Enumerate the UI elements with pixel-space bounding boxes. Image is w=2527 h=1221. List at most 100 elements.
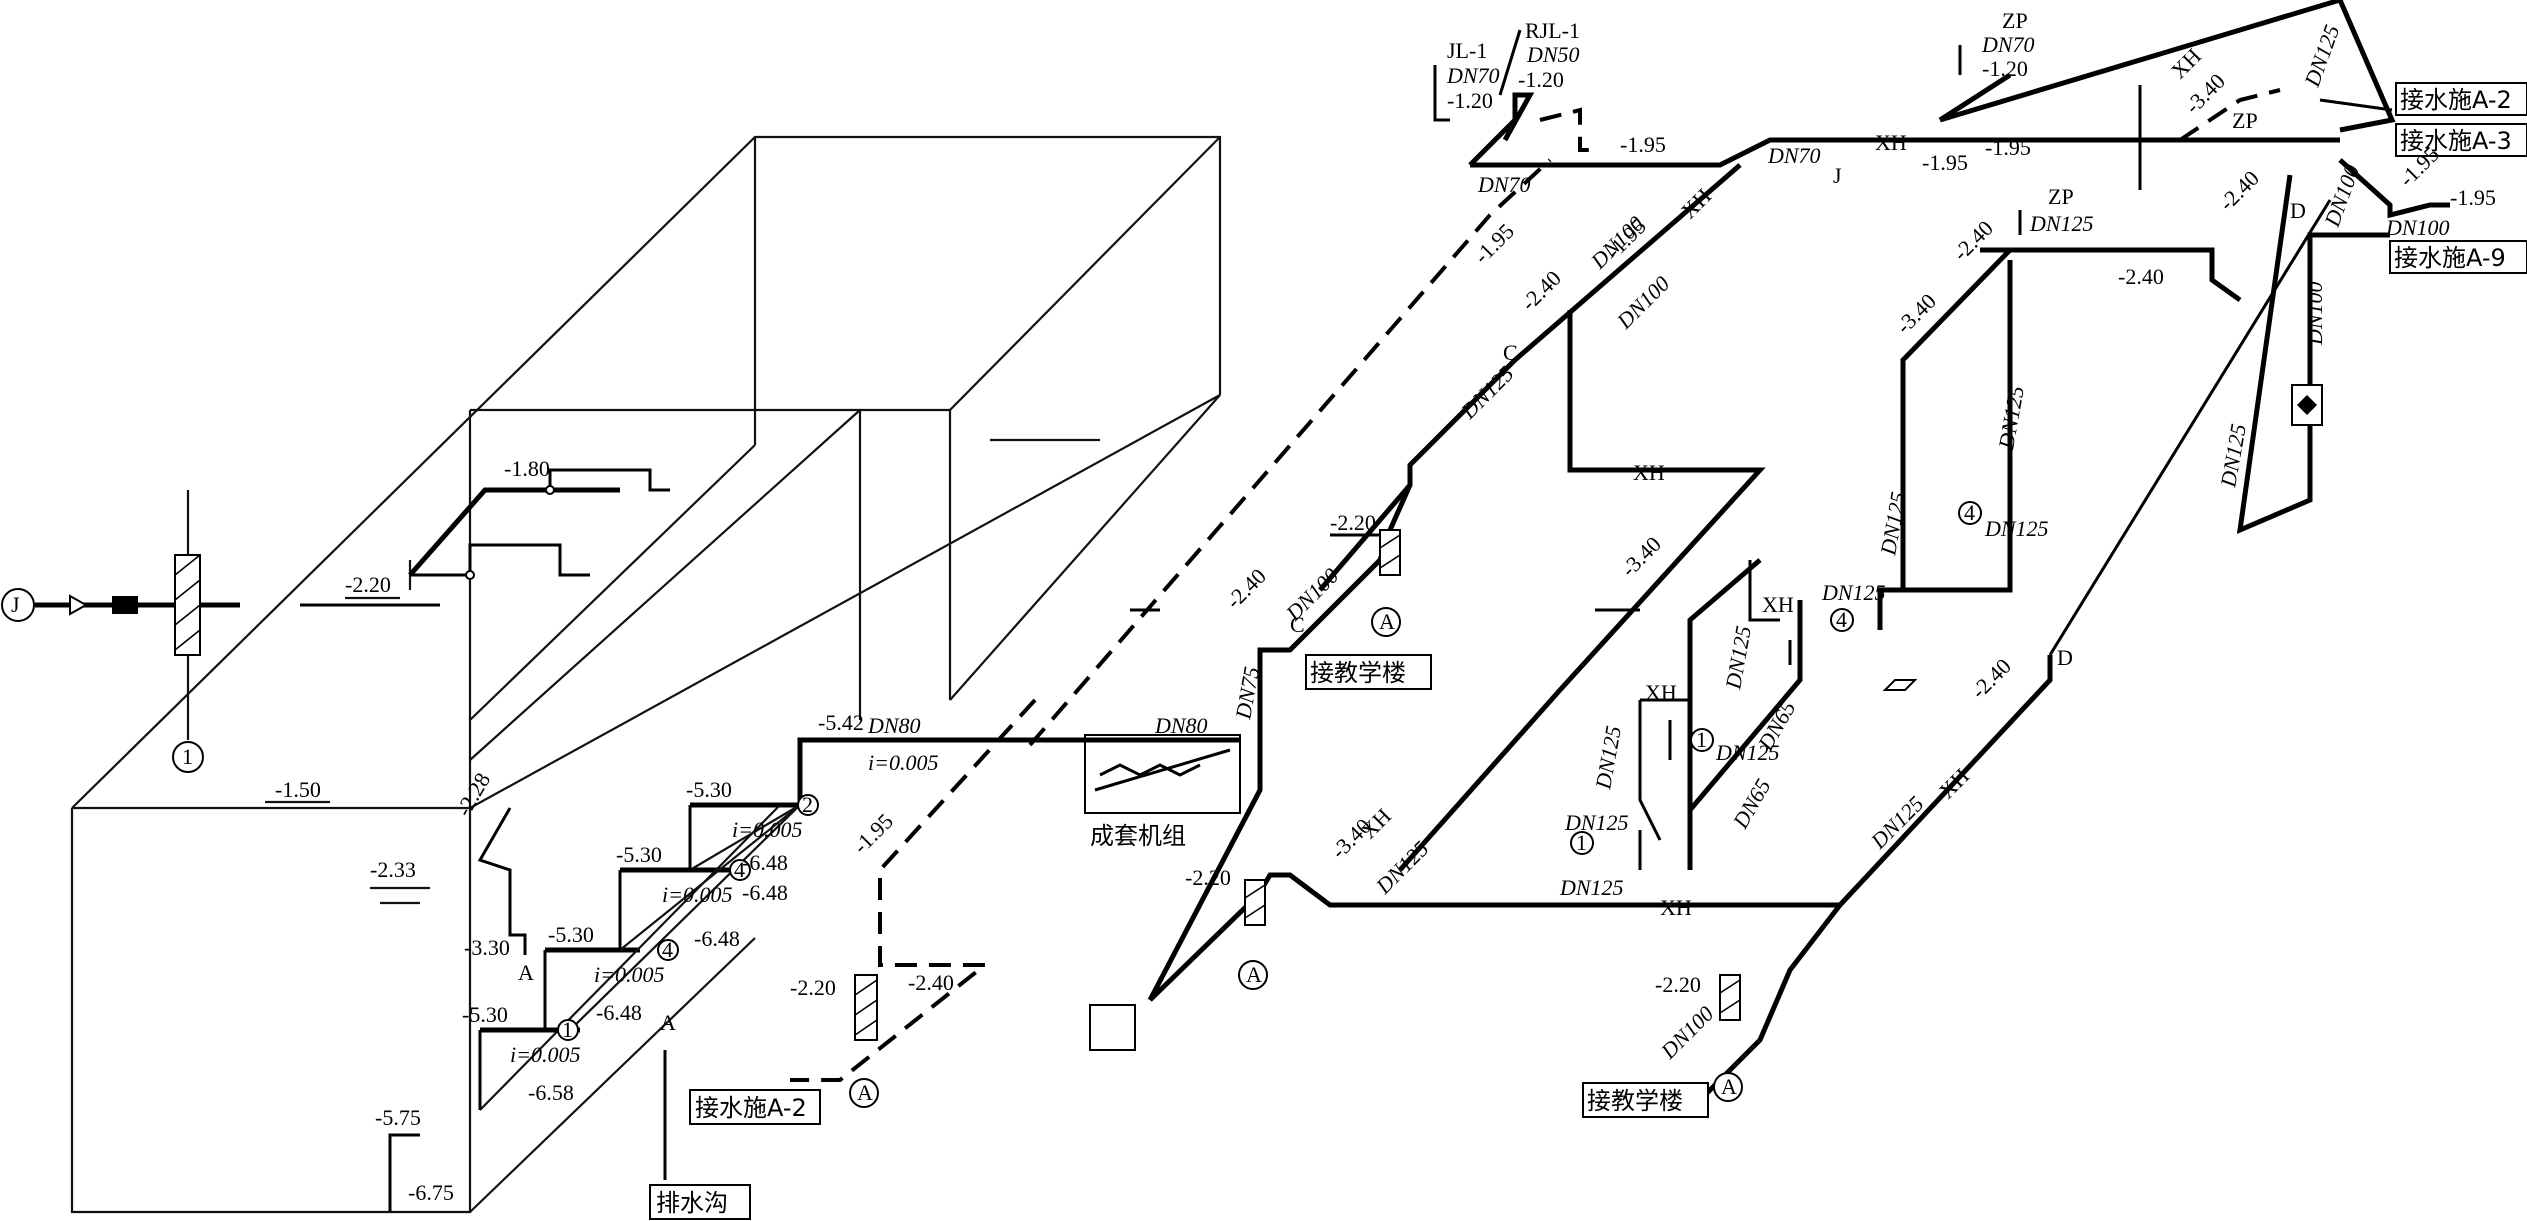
pipe-code-a2: A	[660, 1010, 676, 1035]
pump-mark-1: 1	[562, 1017, 573, 1042]
to-a9-box	[2389, 240, 2527, 274]
elev-tank-bottom: -6.75	[408, 1180, 454, 1205]
pipe-code-xh-h2: XH	[1762, 592, 1794, 617]
section-mark	[172, 741, 204, 773]
dashed-main-riser: -1.95	[1028, 158, 1552, 747]
to-a3-box	[2395, 123, 2527, 157]
pipe-code-xh-mid: XH	[1633, 460, 1665, 485]
pump-4	[797, 794, 819, 816]
drain-ditch-label: 排水沟	[656, 1189, 728, 1217]
dn-xh-g: DN65	[1727, 774, 1775, 833]
hydrant-mark-1a: 1	[1696, 727, 1707, 752]
elev-d-top: -2.40	[2214, 165, 2264, 215]
dn-xh-a: DN125	[1370, 836, 1433, 899]
elev-xh-top: -1.95	[1922, 150, 1968, 175]
elev-pump-out1: -6.58	[528, 1080, 574, 1105]
pipe-code-zp-mid: ZP	[2048, 184, 2074, 209]
elev-zp-top: -1.20	[1982, 56, 2028, 81]
elev-zp2-right: -2.40	[2118, 264, 2164, 289]
dn-c-b: DN100	[1611, 271, 1674, 334]
circle-a-low: A	[1246, 962, 1262, 987]
tank-inner-piping: -1.80 -2.20 -1.50 -2.33 -2.28 -3.30 A -5…	[265, 456, 670, 1212]
to-teaching-low: 接教学楼	[1587, 1087, 1683, 1115]
pump-3	[729, 859, 751, 881]
to-a9: 接水施A-9	[2394, 244, 2506, 272]
dn-d-c: DN100	[2302, 281, 2327, 346]
hydrant-mark-1b: 1	[1576, 830, 1587, 855]
pipe-code-a1: A	[518, 960, 534, 985]
to-a2-left-box	[689, 1089, 821, 1125]
elev-tank-top: -1.50	[275, 777, 321, 802]
outlet-fitting	[1089, 1004, 1136, 1051]
elev-top-main: -1.95	[1620, 132, 1666, 157]
dn-c-c: DN125	[1455, 361, 1518, 424]
elev-tank-water: -2.33	[370, 857, 416, 882]
pipe-code-c-top: C	[1503, 340, 1518, 365]
slope-3: i=0.005	[662, 882, 732, 907]
inlet-pipe: J 1	[1, 490, 440, 773]
zp-mark-4a: 4	[1964, 500, 1975, 525]
water-tank	[70, 135, 1222, 1214]
elev-d-low: -2.40	[1966, 653, 2016, 703]
elev-dash-low2: -2.40	[908, 970, 954, 995]
zp-mark-4b: 4	[1836, 607, 1847, 632]
to-teaching-mid: 接教学楼	[1310, 659, 1406, 687]
pipe-code-c-mid: C	[1290, 612, 1305, 637]
circle-a-left: A	[857, 1080, 873, 1105]
elev-pump-out4: -6.48	[742, 850, 788, 875]
pipe-code-zp-right: ZP	[2232, 108, 2258, 133]
slope-header: i=0.005	[868, 750, 938, 775]
top-left-risers: JL-1 RJL-1 DN70 DN50 -1.20 -1.20 -1.95 D…	[1433, 18, 1666, 197]
drain-ditch-box	[649, 1184, 751, 1220]
elev-tank-floor: -5.75	[375, 1105, 421, 1130]
elev-pump-out2: -6.48	[596, 1000, 642, 1025]
dn-bottom-main: DN125	[1559, 875, 1624, 900]
pump-1	[557, 1019, 579, 1041]
pipe-code-zp-top: ZP	[2002, 8, 2028, 33]
elev-tank-drain: -3.30	[464, 935, 510, 960]
elev-pump-row3: -5.30	[616, 842, 662, 867]
elev-dash-low: -2.20	[790, 975, 836, 1000]
pump-mark-3: 4	[734, 857, 745, 882]
slope-1: i=0.005	[510, 1042, 580, 1067]
dashed-return-left: -1.95 -2.20 -2.40 A 接水施A-2	[689, 698, 1037, 1125]
dn-jl: DN70	[1446, 63, 1500, 88]
dn-zp-b: DN125	[2299, 21, 2345, 90]
pipe-code-d-mid: D	[2057, 645, 2073, 670]
inlet-mark	[1, 588, 35, 622]
to-a2-right: 接水施A-2	[2400, 86, 2512, 114]
dn-zp-e: DN125	[1875, 490, 1911, 558]
to-teaching-low-box	[1582, 1082, 1709, 1118]
to-a3: 接水施A-3	[2400, 127, 2512, 155]
header-pipe: -5.42 DN80 i=0.005 DN80 成套机组	[800, 710, 1241, 850]
elev-top-jl: -1.20	[1447, 88, 1493, 113]
dn-top-main2: DN70	[1767, 143, 1821, 168]
pump-2	[657, 939, 679, 961]
elev-pump-row2: -5.30	[548, 922, 594, 947]
dn-d-a: DN100	[2319, 161, 2365, 230]
dn-xh-h: DN125	[1821, 580, 1886, 605]
elev-mid-c: -2.20	[1330, 510, 1376, 535]
dn-d-b: DN100	[2385, 215, 2450, 240]
dn-low-right: DN100	[1655, 1001, 1718, 1064]
elev-c-riser1: -2.40	[1516, 265, 1566, 315]
pump-group: 1 4 4 2 -5.30 i=0.005 -6.58 -5.30 i=0.00…	[462, 737, 870, 1220]
d-riser: D -2.40 -1.95 -1.95 DN100 DN100 接水施A-9 D…	[2048, 141, 2527, 670]
hydrant-branches: XH 1 DN125 1 DN125 DN125 XH DN125 DN65 D…	[1564, 558, 1918, 870]
pipe-code-rjl1: RJL-1	[1525, 18, 1580, 43]
valve-icon	[112, 596, 138, 614]
valve-icon-d	[2297, 395, 2317, 415]
elev-mid-c2: -2.40	[1221, 563, 1271, 613]
to-a2-right-box	[2395, 82, 2527, 116]
dn-zp-a: DN70	[1981, 32, 2035, 57]
slope-4: i=0.005	[732, 817, 802, 842]
dn-xh-d: DN125	[1590, 724, 1626, 792]
section-mark-label: 1	[182, 744, 193, 769]
check-valve-icon	[69, 594, 89, 616]
dn-mid-a: DN100	[1280, 563, 1343, 626]
inlet-mark-label: J	[11, 592, 20, 617]
dn-zp-c: DN125	[2029, 211, 2094, 236]
elev-tank-inner: -2.20	[345, 572, 391, 597]
circle-a-mid: A	[1379, 609, 1395, 634]
dn-xh-e: DN125	[1720, 624, 1756, 692]
